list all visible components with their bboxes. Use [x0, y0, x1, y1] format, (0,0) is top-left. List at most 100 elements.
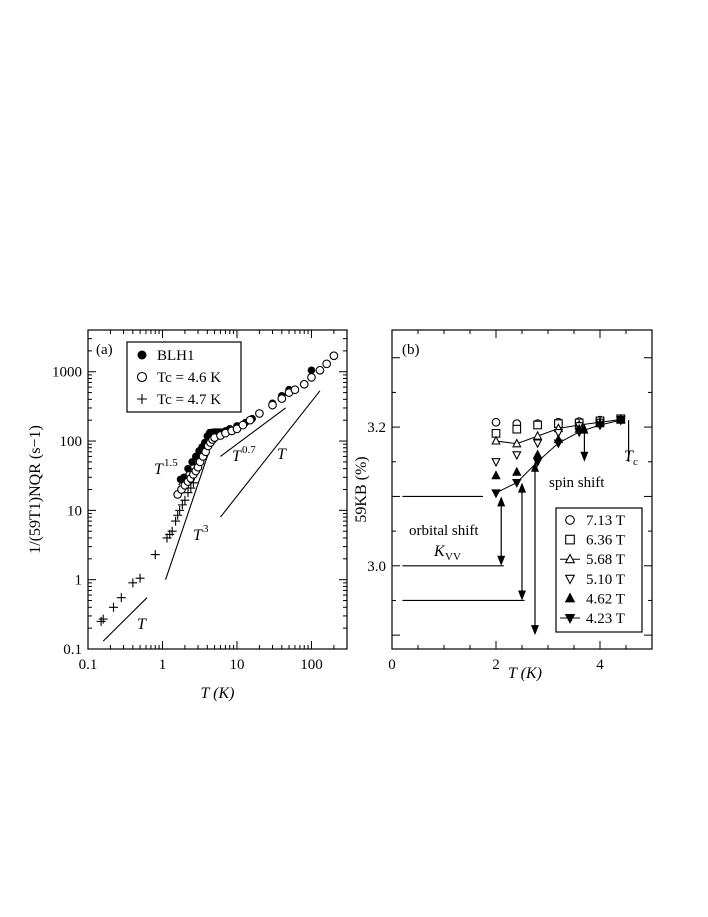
data-point-tc-4-6-k	[245, 415, 255, 425]
y-axis-label: 1/(59T1)NQR (s−1)	[27, 425, 44, 554]
legend-label: 6.36 T	[586, 533, 625, 549]
data-point-tc-4-7-k	[150, 550, 160, 560]
data-point-4-23-t	[532, 458, 543, 468]
x-tick-label: 0	[388, 657, 396, 673]
data-point-tc-4-6-k	[255, 409, 264, 418]
arrow-head	[531, 461, 539, 472]
data-point-tc-4-7-k	[96, 616, 106, 626]
y-tick-label: 0.1	[63, 642, 82, 658]
annotation-label: T	[137, 616, 147, 633]
arrow-head	[580, 451, 589, 462]
data-point-tc-4-7-k	[173, 510, 183, 520]
legend-marker-5-10-t	[564, 574, 576, 585]
guide-line-t	[220, 390, 321, 518]
data-point-tc-4-6-k	[315, 365, 325, 375]
x-tick-label: 1	[159, 657, 167, 673]
legend-marker-7-13-t	[565, 515, 575, 525]
legend-label: BLH1	[157, 348, 195, 364]
tc-label: T	[624, 448, 634, 465]
x-axis-label: T (K)	[508, 665, 542, 682]
legend-marker-tc-4-7-k	[137, 394, 147, 404]
y-tick-label: 10	[67, 503, 82, 519]
kvv-label: K	[433, 543, 446, 560]
data-point-tc-4-7-k	[98, 614, 108, 624]
data-point-5-10-t	[491, 458, 501, 468]
annotation-superscript: 1.5	[164, 457, 178, 469]
data-point-5-68-t	[512, 438, 522, 448]
panel-label: (a)	[96, 342, 113, 358]
orbital-shift-label: orbital shift	[409, 523, 479, 539]
legend-label: Tc = 4.6 K	[157, 370, 221, 386]
data-point-6-36-t	[512, 424, 522, 434]
data-point-4-62-t	[491, 470, 501, 480]
legend-label: Tc = 4.7 K	[157, 392, 221, 408]
data-point-tc-4-7-k	[183, 488, 193, 498]
arrow-head	[518, 590, 526, 601]
data-point-tc-4-6-k	[277, 394, 287, 403]
data-point-4-23-t	[595, 421, 605, 431]
data-point-5-10-t	[512, 451, 522, 461]
guide-line-t0-7	[220, 407, 286, 457]
x-tick-label: 100	[300, 657, 323, 673]
data-point-4-23-t	[574, 428, 584, 438]
data-point-tc-4-7-k	[175, 505, 185, 515]
legend-marker-5-68-t	[564, 553, 576, 564]
annotation-label: T	[193, 527, 203, 544]
y-axis-label: 59KB (%)	[353, 456, 370, 522]
data-point-tc-4-6-k	[290, 385, 300, 395]
x-axis-label: T (K)	[201, 685, 235, 702]
data-point-6-36-t	[533, 420, 542, 430]
data-point-5-68-t	[491, 435, 501, 445]
data-point-tc-4-7-k	[186, 483, 196, 493]
legend-marker-4-62-t	[564, 592, 576, 603]
data-point-blh1	[307, 366, 316, 375]
legend-label: 7.13 T	[586, 513, 625, 529]
legend-marker-4-23-t	[564, 614, 576, 624]
data-point-tc-4-7-k	[109, 602, 119, 612]
arrow-head	[518, 482, 526, 493]
spin-shift-label: spin shift	[549, 475, 605, 491]
data-point-tc-4-7-k	[167, 526, 177, 536]
y-tick-label: 3.2	[367, 420, 386, 436]
x-tick-label: 0.1	[79, 657, 98, 673]
data-point-blh1	[184, 464, 192, 473]
y-tick-label: 100	[60, 434, 83, 450]
data-point-tc-4-7-k	[171, 516, 181, 526]
x-tick-label: 2	[492, 657, 500, 673]
legend-label: 4.62 T	[586, 591, 625, 607]
data-point-tc-4-6-k	[299, 379, 309, 389]
data-point-5-10-t	[532, 439, 543, 449]
y-tick-label: 3.0	[367, 559, 386, 575]
data-point-4-23-t	[512, 478, 522, 488]
data-point-tc-4-7-k	[135, 573, 145, 583]
legend-marker-blh1	[137, 350, 147, 360]
data-point-blh1	[188, 458, 196, 466]
data-point-tc-4-6-k	[238, 420, 248, 430]
annotation-superscript: 0.7	[242, 444, 256, 456]
data-point-4-23-t	[616, 416, 626, 426]
data-point-tc-4-7-k	[128, 578, 138, 588]
data-point-tc-4-7-k	[188, 478, 198, 488]
x-tick-label: 4	[596, 657, 604, 673]
arrow-head	[497, 496, 506, 507]
arrow-head	[497, 555, 506, 566]
data-point-tc-4-6-k	[307, 372, 316, 382]
data-point-7-13-t	[491, 417, 501, 427]
data-point-5-10-t	[553, 429, 564, 438]
x-tick-label: 10	[229, 657, 244, 673]
data-point-tc-4-6-k	[268, 400, 277, 410]
data-point-tc-4-7-k	[180, 495, 190, 505]
y-tick-label: 1000	[52, 365, 82, 381]
guide-line-t	[102, 597, 148, 642]
data-point-4-23-t	[553, 439, 564, 449]
tc-subscript: c	[633, 456, 638, 468]
data-point-tc-4-6-k	[329, 351, 339, 361]
legend-marker-tc-4-6-k	[136, 371, 148, 383]
arrow-head	[531, 625, 539, 636]
legend-marker-6-36-t	[565, 534, 575, 545]
data-point-tc-4-7-k	[116, 593, 126, 603]
legend-label: 5.68 T	[586, 552, 625, 568]
